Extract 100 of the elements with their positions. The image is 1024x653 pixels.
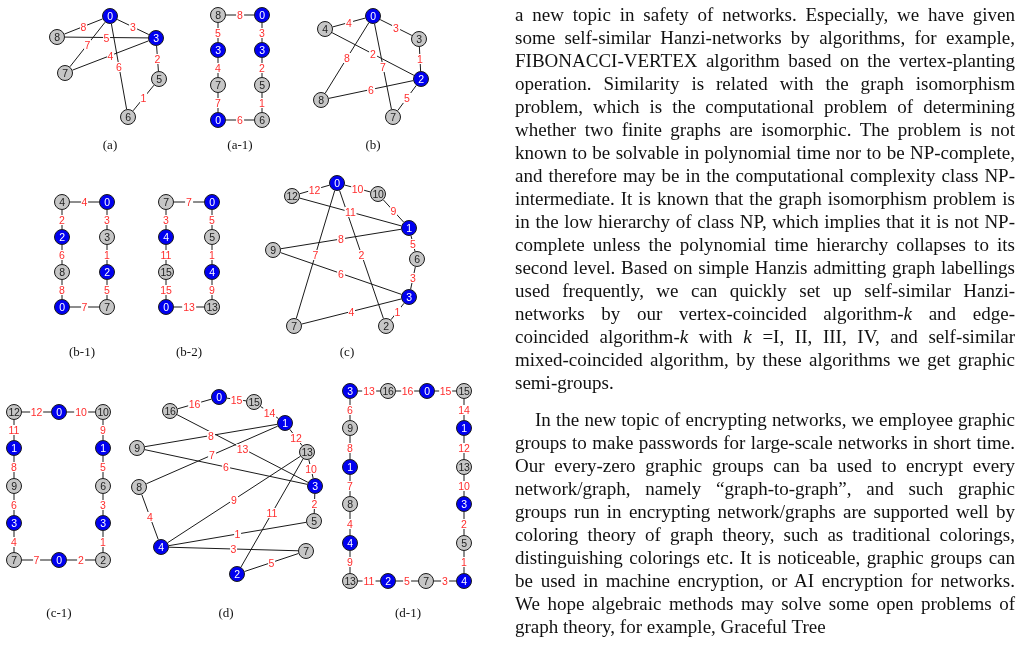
edge-label: 7 [185, 197, 193, 207]
graph-vertex: 7 [418, 573, 434, 589]
edge-label: 1 [103, 249, 111, 260]
edge-label: 4 [346, 518, 354, 529]
edge-label: 1 [208, 249, 216, 260]
graph-vertex: 5 [151, 71, 167, 87]
edge-label: 5 [267, 557, 276, 568]
graph-vertex: 8 [210, 7, 226, 23]
edge-label: 1 [393, 306, 402, 317]
graph-edge [382, 199, 405, 223]
graph-edge [66, 559, 96, 561]
graph-vertex: 2 [413, 71, 429, 87]
graph-vertex: 12 [284, 188, 300, 204]
edge-label: 12 [457, 442, 471, 453]
graph-edge [69, 306, 100, 308]
edge-label: 7 [214, 97, 222, 108]
graph-vertex: 7 [158, 194, 174, 210]
edge-label: 2 [460, 518, 468, 529]
edge-label: 12 [289, 432, 303, 443]
graph-vertex: 13 [456, 459, 472, 475]
graph-vertex: 4 [153, 539, 169, 555]
edge-label: 3 [409, 273, 417, 283]
graph-vertex: 0 [211, 389, 227, 405]
edge-label: 9 [346, 557, 354, 567]
graph-vertex: 9 [129, 440, 145, 456]
graph-vertex: 1 [95, 440, 111, 456]
edge-label: 4 [146, 512, 154, 522]
graph-edge [339, 190, 384, 319]
graph-vertex: 7 [286, 318, 302, 334]
graph-vertex: 1 [456, 420, 472, 436]
graph-vertex: 3 [210, 42, 226, 58]
graph-edge [167, 455, 301, 544]
edge-label: 1 [99, 536, 107, 547]
graph-vertex: 0 [210, 112, 226, 128]
graph-edge [244, 553, 299, 572]
graph-vertex: 15 [158, 264, 174, 280]
edge-label: 10 [304, 464, 318, 474]
edge-label: 6 [222, 462, 230, 472]
graph-edge [328, 80, 414, 99]
figure-caption: (a) [102, 137, 118, 153]
edge-label: 7 [379, 61, 387, 72]
graph-vertex: 6 [95, 478, 111, 494]
graph-edge [240, 458, 304, 568]
graph-vertex: 8 [54, 264, 70, 280]
graph-vertex: 0 [158, 299, 174, 315]
edge-label: 2 [357, 249, 366, 260]
graph-vertex: 0 [254, 7, 270, 23]
graph-vertex: 3 [95, 515, 111, 531]
figure-caption: (b-2) [176, 344, 202, 360]
graph-edge [331, 32, 415, 76]
graph-edge [299, 184, 330, 195]
graph-vertex: 10 [95, 404, 111, 420]
graph-edge [144, 423, 278, 448]
edge-label: 8 [343, 53, 351, 63]
edge-label: 7 [83, 39, 92, 50]
edge-label: 10 [350, 183, 365, 194]
graph-vertex: 2 [95, 552, 111, 568]
graph-vertex: 4 [204, 264, 220, 280]
graph-edge [69, 201, 100, 203]
graph-vertex: 16 [162, 403, 178, 419]
graph-edge [173, 201, 205, 203]
edge-label: 2 [310, 498, 319, 509]
edge-label: 3 [99, 499, 107, 510]
graph-vertex: 0 [51, 404, 67, 420]
graph-vertex: 6 [409, 251, 425, 267]
edge-label: 5 [99, 462, 107, 472]
graph-edge [156, 45, 159, 72]
edge-label: 14 [457, 404, 471, 415]
graph-vertex: 5 [254, 77, 270, 93]
graph-vertex: 7 [210, 77, 226, 93]
edge-label: 8 [236, 10, 244, 20]
graph-vertex: 9 [265, 242, 281, 258]
graph-vertex: 4 [342, 535, 358, 551]
graph-edge [110, 23, 128, 110]
edge-label: 5 [403, 93, 411, 103]
graph-vertex: 7 [385, 109, 401, 125]
body-paragraph: In the new topic of encrypting networks, we employee graphic groups to make passwords for large-scale networks in short time. Our every-zero graphic groups can ba used to encrypt every network/graph, namely “graph-to-graph”, and such graphic groups run in encrypting network/graphs are supported well by coloring theory of graph theory, such as traditional colorings, distinguishing colorings etc. It is noticeable, graphic groups can be used in machine encryption, or AI encryption for networks. We hope algebraic methods may solve some open problems of graph theory, for example, Graceful Tree [515, 408, 1015, 638]
graph-edge [145, 425, 279, 485]
edge-label: 12 [29, 407, 44, 417]
graph-vertex: 4 [158, 229, 174, 245]
graph-edge [395, 580, 419, 582]
figure-caption: (c) [339, 344, 355, 360]
edge-label: 2 [369, 49, 377, 59]
graph-vertex: 13 [342, 573, 358, 589]
graph-vertex: 5 [456, 535, 472, 551]
graph-edge [397, 84, 417, 112]
edge-label: 6 [337, 268, 345, 279]
edge-label: 15 [229, 394, 244, 405]
edge-label: 10 [74, 407, 88, 417]
graph-vertex: 0 [419, 383, 435, 399]
body-paragraph: a new topic in safety of networks. Especially, we have given some self-similar Hanzi-networks by algorithms, for example, FIBONACCI-VERTEX algorithm based on the vertex-planting operation. Similarity is related with the graph isomorphism problem, which is the computational problem of determining whether two finite graphs are isomorphic. The problem is not known to be solvable in polynomial time nor to be NP-complete, and therefore may be in the computational complexity class NP-intermediate. It is known that the graph isomorphism problem is in the low hierarchy of class NP, which implies that it is not NP-complete unless the polynomial time hierarchy collapses to its second level. Based on simple Hanzis admitting graph labellings used frequently, we can quickly set up self-similar Hanzi-networks by our vertex-coincided algorithm-k and edge-coincided algorithm-k with k =I, II, III, IV, and self-similar mixed-coincided algorithm, by these algorithms we get graphic semi-groups. [515, 3, 1015, 394]
edge-label: 7 [32, 555, 41, 565]
edge-label: 7 [311, 249, 320, 260]
graph-vertex: 3 [148, 30, 164, 46]
edge-label: 16 [187, 399, 202, 409]
edge-label: 5 [103, 284, 111, 295]
edge-label: 5 [102, 32, 111, 43]
edge-label: 4 [10, 536, 18, 547]
graph-vertex: 7 [57, 65, 73, 81]
edge-label: 13 [362, 386, 376, 396]
